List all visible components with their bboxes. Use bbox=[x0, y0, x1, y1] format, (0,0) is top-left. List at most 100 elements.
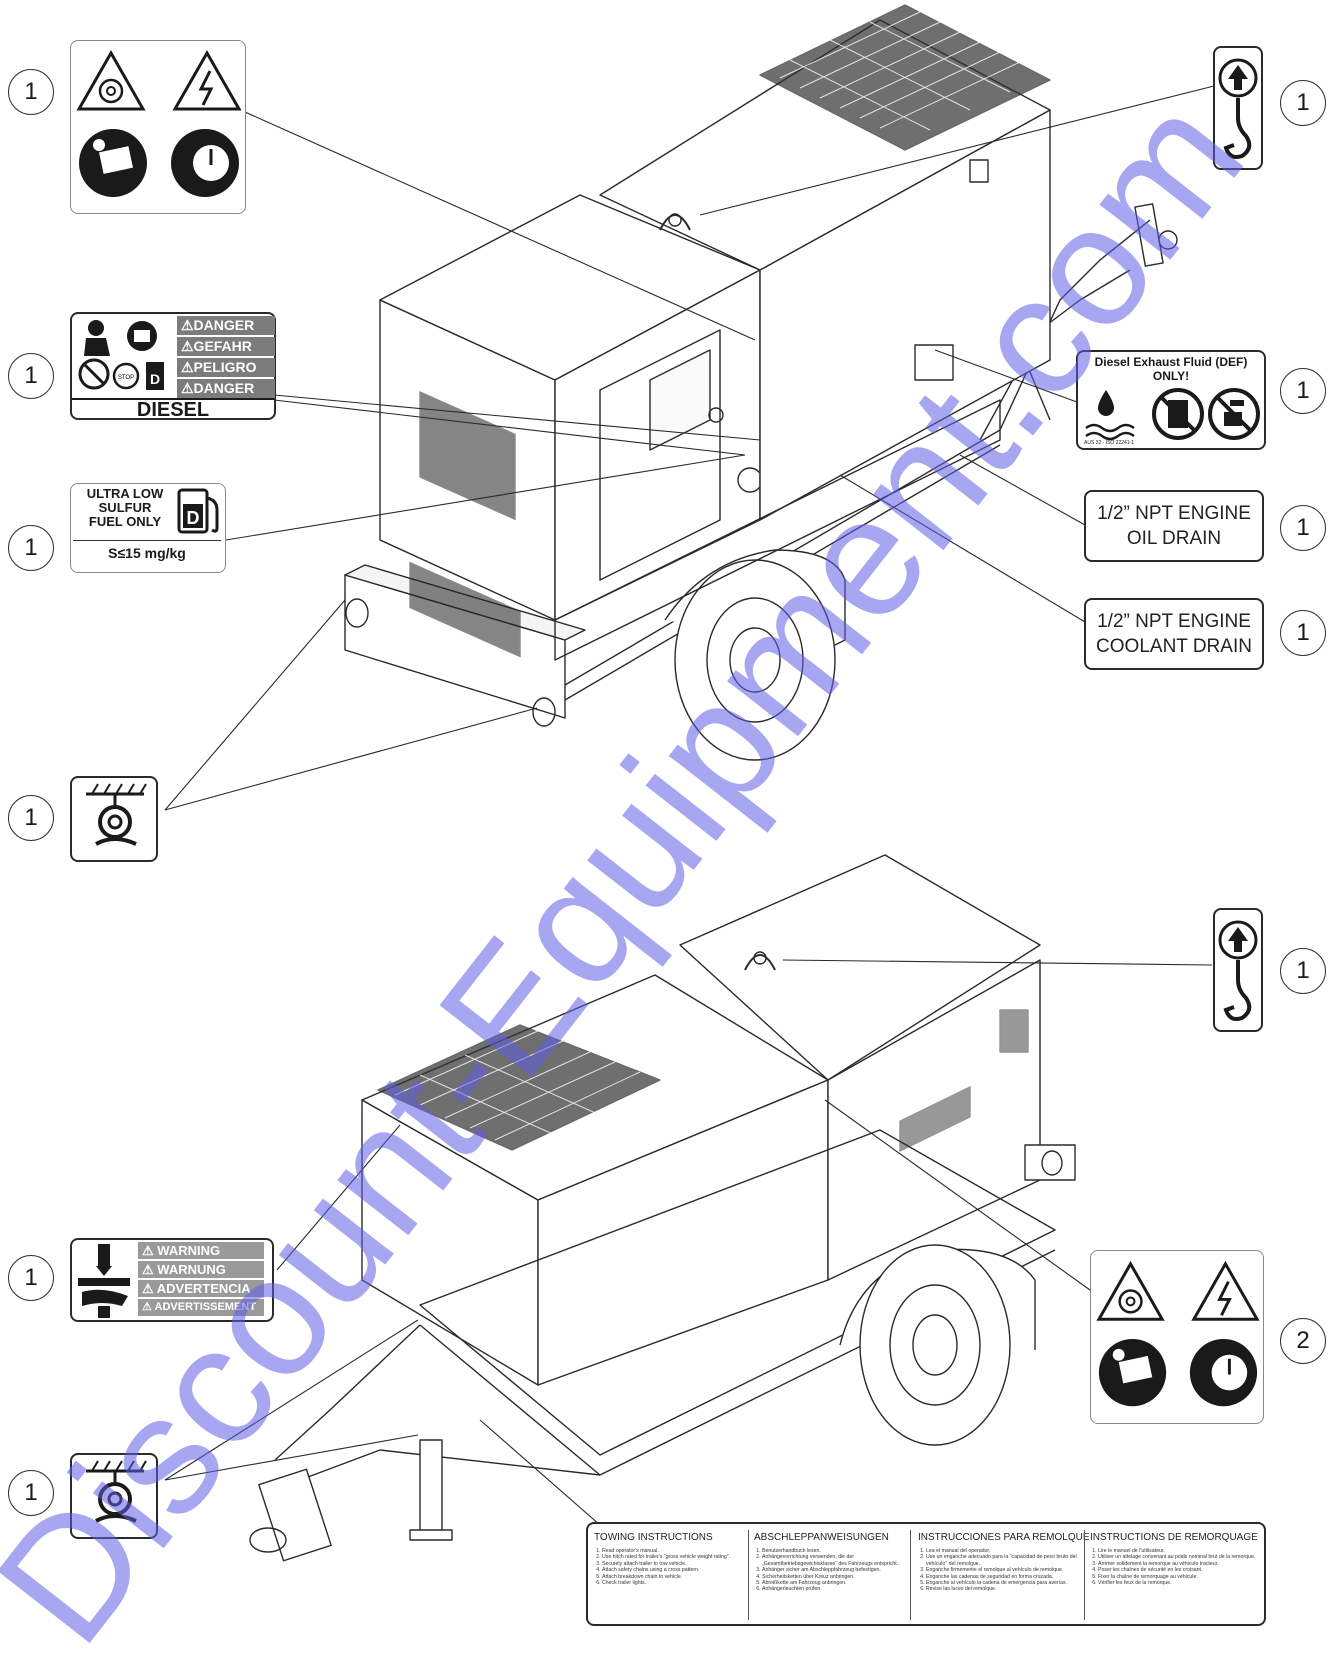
generator-diagram-art bbox=[164, 4, 1219, 1562]
oil-drain-line1: 1/2” NPT ENGINE bbox=[1097, 503, 1251, 524]
towing-step: Attach breakdown chain to vehicle. bbox=[602, 1574, 744, 1580]
callout-number: 1 bbox=[1280, 368, 1326, 414]
rotating-parts-warning-icon bbox=[1096, 1260, 1165, 1321]
towing-step: Use hitch rated for trailer's "gross veh… bbox=[602, 1554, 744, 1560]
def-title: Diesel Exhaust Fluid (DEF) bbox=[1094, 355, 1248, 369]
lightning-bolt-icon bbox=[198, 70, 214, 106]
warning-row-text: ⚠ ADVERTISSEMENT bbox=[138, 1299, 264, 1316]
towing-column-spanish: INSTRUCCIONES PARA REMOLQUE Lea el manua… bbox=[918, 1532, 1090, 1593]
warning-crush-label: ⚠ WARNING ⚠ WARNUNG ⚠ ADVERTENCIA ⚠ ADVE… bbox=[70, 1238, 274, 1322]
leader-lines bbox=[164, 84, 1219, 1526]
towing-column-title: INSTRUCTIONS DE REMORQUAGE bbox=[1090, 1532, 1258, 1543]
callout-number: 2 bbox=[1280, 1318, 1326, 1364]
def-standard: AUS 32 · ISO 22241-1 bbox=[1084, 440, 1135, 446]
towing-column-title: TOWING INSTRUCTIONS bbox=[594, 1532, 713, 1543]
towing-instructions-label: TOWING INSTRUCTIONS Read operator's manu… bbox=[586, 1522, 1266, 1626]
no-smoking-person-icon bbox=[84, 320, 110, 356]
stop-engine-icon: STOP bbox=[112, 362, 140, 390]
lift-hook-icon bbox=[1218, 58, 1258, 159]
coolant-drain-label: 1/2” NPT ENGINE COOLANT DRAIN bbox=[1084, 598, 1264, 670]
bottom-generator-unit bbox=[249, 854, 1076, 1562]
safety-pictogram-label bbox=[70, 40, 246, 214]
towing-column-german: ABSCHLEPPANWEISUNGEN Benutzerhandbuch le… bbox=[754, 1532, 904, 1593]
ulsd-line: SULFUR bbox=[98, 500, 152, 515]
towing-step: Sicherheitsketten über Kreuz anbringen. bbox=[762, 1574, 904, 1580]
def-droplet-icon bbox=[1085, 390, 1135, 441]
towing-step: Poser les chaînes de sécurité en les cro… bbox=[1098, 1567, 1260, 1573]
tie-down-point-icon bbox=[86, 783, 147, 846]
callout-number: 1 bbox=[1280, 505, 1326, 551]
def-fluid-label: Diesel Exhaust Fluid (DEF) ONLY! AUS 32 … bbox=[1076, 350, 1266, 450]
tie-down-label bbox=[70, 1453, 158, 1539]
lightning-bolt-icon bbox=[1217, 1280, 1232, 1316]
callout-number: 1 bbox=[1280, 948, 1326, 994]
towing-step: Vérifier les feux de la remorque. bbox=[1098, 1580, 1260, 1586]
towing-step: Abreißkette am Fahrzeug anbringen. bbox=[762, 1580, 904, 1586]
rotating-parts-swirl-icon bbox=[1118, 1289, 1143, 1314]
ultra-low-sulfur-label: ULTRA LOW SULFUR FUEL ONLY D S≤15 mg/kg bbox=[70, 483, 226, 573]
fuel-pump-icon: D bbox=[146, 362, 164, 390]
towing-step: Securely attach trailer to tow vehicle. bbox=[602, 1561, 744, 1567]
diesel-footer: DIESEL bbox=[72, 398, 274, 420]
rotating-parts-warning-icon bbox=[76, 49, 146, 111]
towing-step: Check trailer lights. bbox=[602, 1580, 744, 1586]
sulfur-spec: S≤15 mg/kg bbox=[73, 540, 221, 565]
no-flame-icon bbox=[78, 358, 110, 390]
no-water-icon bbox=[1208, 388, 1260, 440]
tie-down-point-icon bbox=[86, 1460, 147, 1523]
callout-number: 1 bbox=[1280, 80, 1326, 126]
oil-drain-line2: OIL DRAIN bbox=[1126, 528, 1222, 549]
coolant-drain-line2: COOLANT DRAIN bbox=[1096, 636, 1252, 657]
danger-row-text: ⚠DANGER bbox=[177, 316, 275, 335]
towing-step: Enganche las cadenas de seguridad en for… bbox=[926, 1574, 1078, 1580]
towing-step: Fixer la chaîne de remorquage au véhicul… bbox=[1098, 1574, 1260, 1580]
svg-text:D: D bbox=[150, 371, 160, 387]
towing-step: Attach safety chains using a cross patte… bbox=[602, 1567, 744, 1573]
warning-row-text: ⚠ WARNING bbox=[138, 1242, 264, 1259]
callout-number: 1 bbox=[1280, 610, 1326, 656]
towing-step: Lire le manuel de l'utilisateur. bbox=[1098, 1548, 1260, 1554]
coolant-drain-line1: 1/2” NPT ENGINE bbox=[1097, 611, 1251, 632]
tie-down-label bbox=[70, 776, 158, 862]
towing-step: Read operator's manual. bbox=[602, 1548, 744, 1554]
warning-row-text: ⚠ WARNUNG bbox=[138, 1261, 264, 1278]
towing-step: Lea el manual del operador. bbox=[926, 1548, 1078, 1554]
fuel-pump-icon: D bbox=[177, 488, 219, 534]
towing-column-english: TOWING INSTRUCTIONS Read operator's manu… bbox=[594, 1532, 744, 1586]
safety-pictogram-label bbox=[1090, 1250, 1264, 1424]
towing-column-french: INSTRUCTIONS DE REMORQUAGE Lire le manue… bbox=[1090, 1532, 1260, 1586]
callout-number: 1 bbox=[8, 525, 54, 571]
ulsd-line: ULTRA LOW bbox=[86, 486, 164, 501]
svg-text:D: D bbox=[187, 508, 200, 528]
lifting-point-label bbox=[1213, 46, 1263, 170]
def-subtitle: ONLY! bbox=[1152, 369, 1190, 383]
electric-shock-warning-icon bbox=[1191, 1260, 1260, 1321]
towing-step: Anhänger sicher am Abschleppfahrzeug bef… bbox=[762, 1567, 904, 1573]
oil-drain-label: 1/2” NPT ENGINE OIL DRAIN bbox=[1084, 490, 1264, 562]
danger-row-text: ⚠GEFAHR bbox=[177, 337, 275, 356]
warning-row-text: ⚠ ADVERTENCIA bbox=[138, 1280, 264, 1297]
danger-row-text: ⚠PELIGRO bbox=[177, 358, 275, 377]
read-manual-icon bbox=[127, 321, 157, 351]
svg-text:STOP: STOP bbox=[118, 375, 134, 381]
towing-step: Arrimer solidement la remorque au véhicu… bbox=[1098, 1561, 1260, 1567]
towing-step: Benutzerhandbuch lesen. bbox=[762, 1548, 904, 1554]
callout-number: 1 bbox=[8, 1255, 54, 1301]
callout-number: 1 bbox=[8, 1470, 54, 1516]
rotating-parts-swirl-icon bbox=[98, 78, 124, 104]
towing-step: Anhängevorrichtung verwenden, die der „G… bbox=[762, 1554, 904, 1567]
danger-row-text: ⚠DANGER bbox=[177, 379, 275, 398]
towing-step: Anhängerleuchten prüfen. bbox=[762, 1586, 904, 1592]
callout-number: 1 bbox=[8, 69, 54, 115]
towing-step: Use un enganche adecuado para la "capaci… bbox=[926, 1554, 1078, 1567]
top-generator-unit bbox=[344, 4, 1178, 761]
hand-crush-icon bbox=[78, 1244, 130, 1318]
towing-column-title: ABSCHLEPPANWEISUNGEN bbox=[754, 1532, 889, 1543]
callout-number: 1 bbox=[8, 795, 54, 841]
towing-step: Enganche al vehículo la cadena de emerge… bbox=[926, 1580, 1078, 1586]
electric-shock-warning-icon bbox=[172, 49, 242, 111]
no-diesel-icon bbox=[1152, 388, 1204, 440]
towing-step: Enganche firmemente el remolque al vehíc… bbox=[926, 1567, 1078, 1573]
danger-diesel-label: STOP D ⚠DANGER ⚠GEFAHR ⚠PELIGRO ⚠DANGER … bbox=[70, 312, 276, 420]
towing-column-title: INSTRUCCIONES PARA REMOLQUE bbox=[918, 1532, 1090, 1543]
